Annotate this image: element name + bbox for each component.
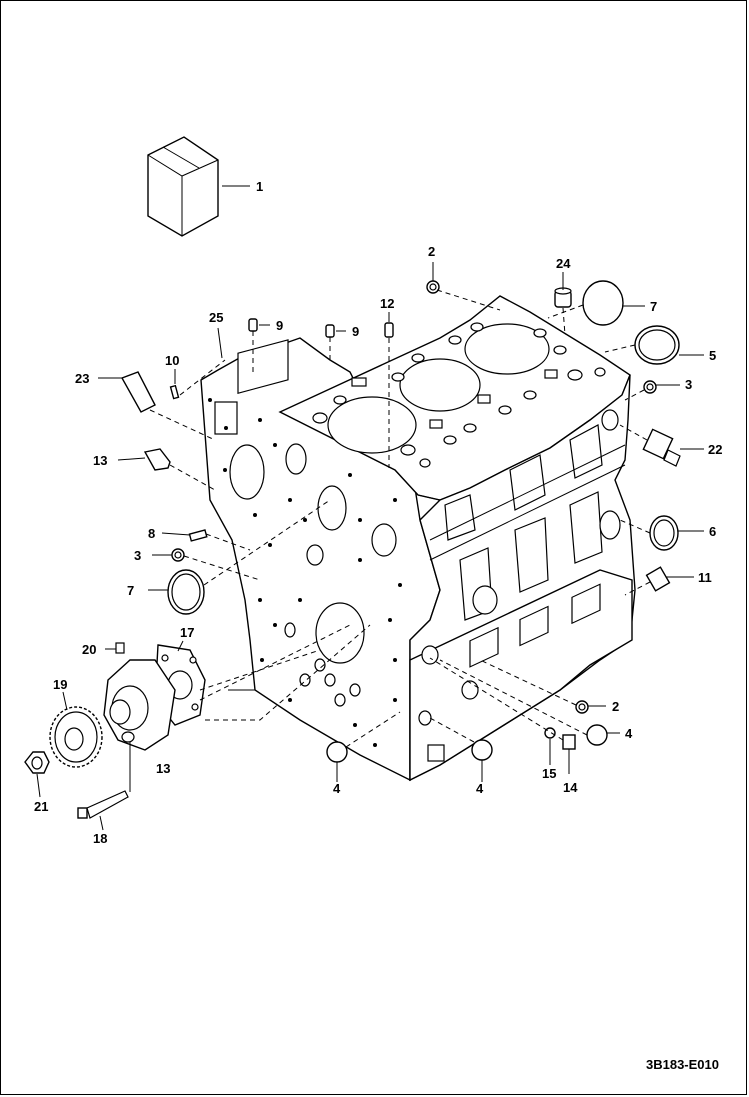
callout-1: 1	[256, 179, 263, 194]
callout-25: 25	[209, 310, 223, 325]
oil-pump-gear	[49, 706, 103, 768]
leader-lines	[36, 262, 704, 831]
plug-2-top	[426, 280, 440, 294]
callout-labels: 1 2 2 3 3 4 4 4 5 6 7 7 8 9 9 10 11 12 1…	[34, 179, 722, 846]
sensor-13	[143, 448, 171, 471]
callout-9: 9	[352, 324, 359, 339]
gear-nut	[24, 751, 50, 774]
callout-7: 7	[650, 299, 657, 314]
cap-7-top	[582, 280, 624, 326]
callout-23: 23	[75, 371, 89, 386]
callout-3: 3	[685, 377, 692, 392]
callout-6: 6	[709, 524, 716, 539]
plug-24	[554, 287, 572, 308]
cap-4-left	[326, 741, 348, 763]
callout-4: 4	[625, 726, 633, 741]
seal-6	[649, 515, 679, 551]
bolt-14	[562, 734, 576, 750]
sleeve-23	[120, 371, 156, 413]
callout-2: 2	[612, 699, 619, 714]
callout-10: 10	[165, 353, 179, 368]
sensor-22	[642, 428, 681, 467]
callout-9: 9	[276, 318, 283, 333]
callout-18: 18	[93, 831, 107, 846]
callout-7: 7	[127, 583, 134, 598]
callout-13: 13	[156, 761, 170, 776]
callout-22: 22	[708, 442, 722, 457]
cap-4-mid	[471, 739, 493, 761]
plug-3-right	[643, 380, 657, 394]
callout-4: 4	[333, 781, 341, 796]
gasket-kit-box	[147, 136, 250, 237]
callout-24: 24	[556, 256, 571, 271]
callout-20: 20	[82, 642, 96, 657]
pin-8	[188, 529, 208, 542]
callout-12: 12	[380, 296, 394, 311]
o-ring-5	[634, 325, 680, 365]
callout-19: 19	[53, 677, 67, 692]
cylinder-block	[200, 295, 636, 782]
dowel-9b	[325, 324, 335, 338]
plug-2-lower	[575, 700, 589, 714]
dowel-11	[645, 566, 671, 592]
seal-7-left	[167, 569, 205, 615]
cap-4-right	[586, 724, 608, 746]
callout-5: 5	[709, 348, 716, 363]
callout-17: 17	[180, 625, 194, 640]
callout-21: 21	[34, 799, 48, 814]
drawing-id: 3B183-E010	[646, 1057, 719, 1072]
pump-bolt	[77, 790, 129, 819]
callout-15: 15	[542, 766, 556, 781]
oil-pump-assembly	[103, 642, 206, 751]
callout-8: 8	[148, 526, 155, 541]
callout-11: 11	[698, 570, 712, 585]
callout-3: 3	[134, 548, 141, 563]
pin-10	[169, 384, 180, 400]
plug-3-left	[171, 548, 185, 562]
callout-13: 13	[93, 453, 107, 468]
callout-4: 4	[476, 781, 484, 796]
callout-14: 14	[563, 780, 578, 795]
dowel-9a	[248, 318, 258, 332]
callout-2: 2	[428, 244, 435, 259]
dowel-12	[384, 322, 394, 338]
